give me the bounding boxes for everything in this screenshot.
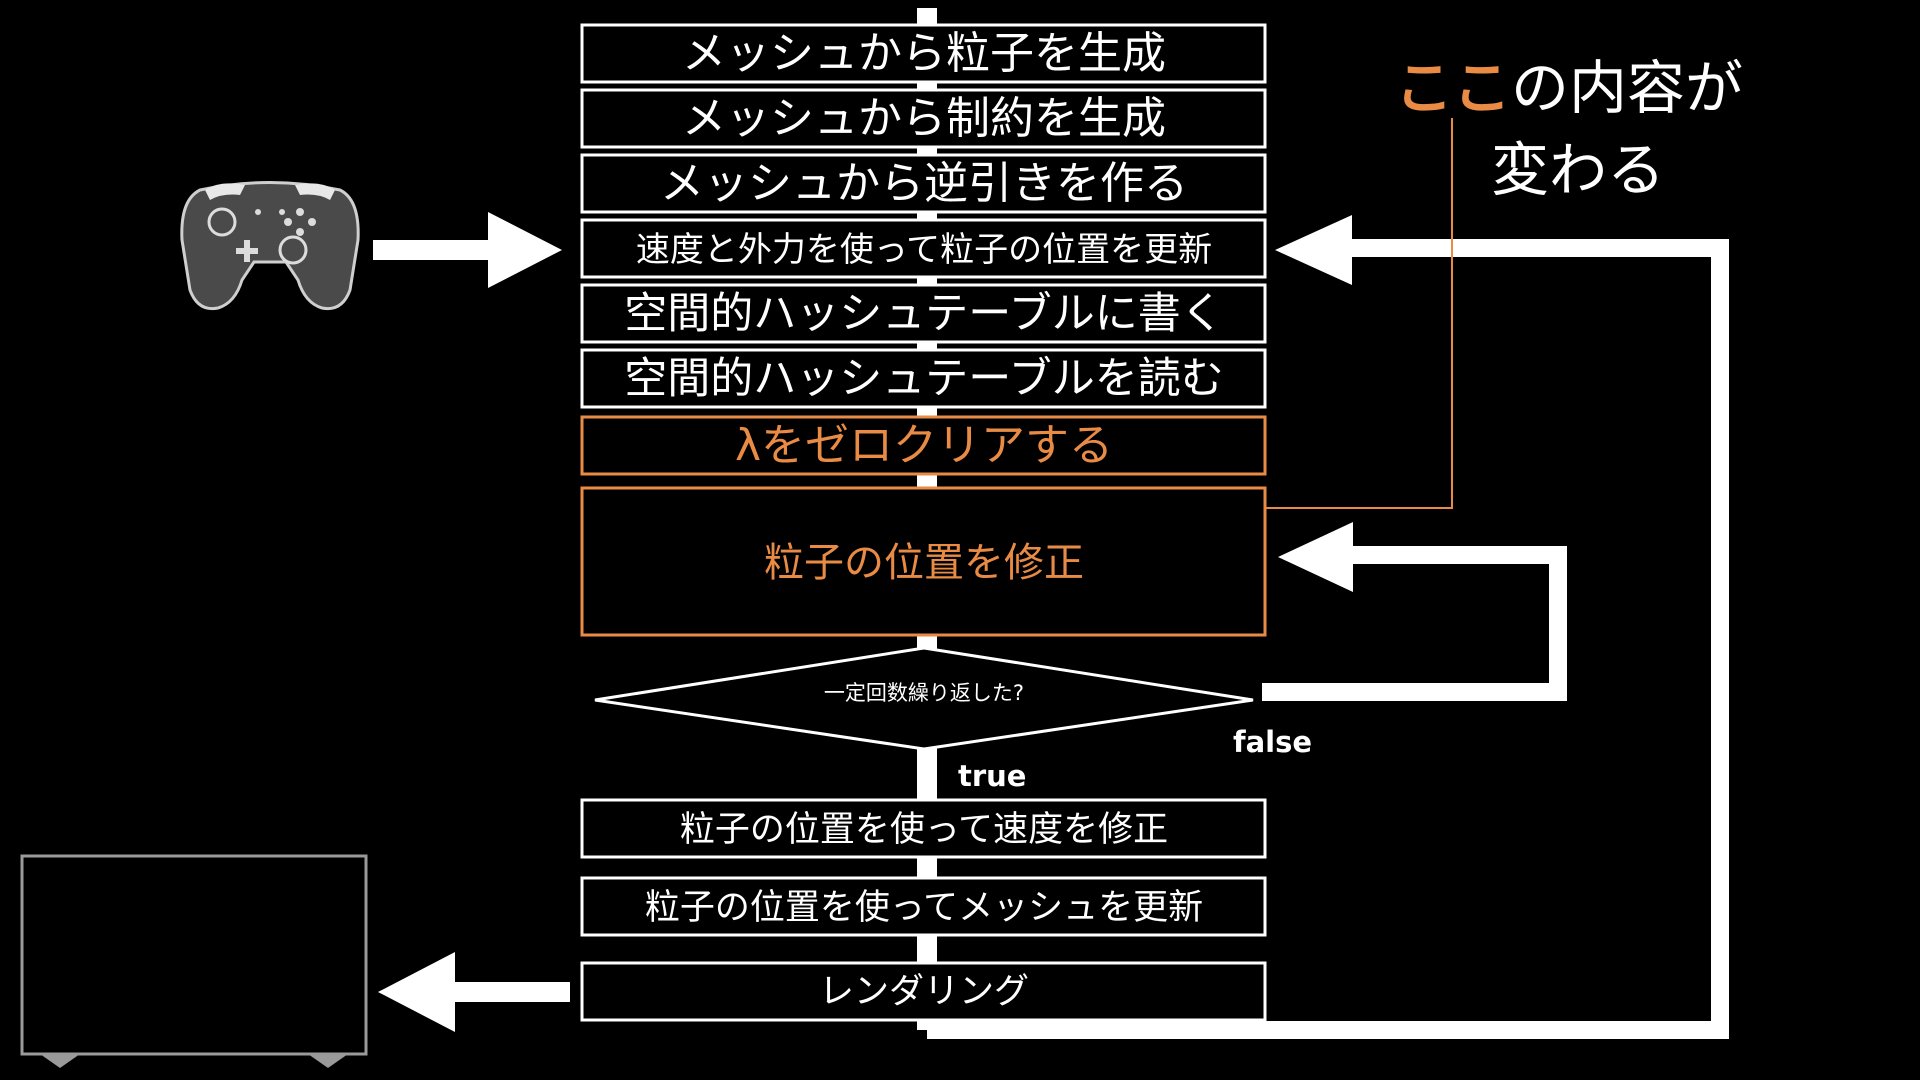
- input-arrow-shaft: [373, 240, 493, 260]
- step-label: 速度と外力を使って粒子の位置を更新: [636, 230, 1212, 270]
- main-loop-arrowhead: [1275, 215, 1352, 285]
- callout-line1: ここの内容が: [1395, 54, 1743, 122]
- step-label: メッシュから逆引きを作る: [660, 158, 1188, 209]
- decision-iterations: 一定回数繰り返した?: [594, 646, 1254, 751]
- step-clear-lambda: λをゼロクリアする: [580, 415, 1267, 476]
- step-label: 空間的ハッシュテーブルに書く: [624, 289, 1223, 339]
- tv-monitor-icon: [20, 854, 368, 1068]
- step-rendering: レンダリング: [580, 961, 1267, 1022]
- step-hash-read: 空間的ハッシュテーブルを読む: [580, 348, 1267, 409]
- step-label: レンダリング: [819, 972, 1029, 1012]
- step-label: λをゼロクリアする: [735, 420, 1113, 471]
- callout-highlight: ここ: [1395, 54, 1511, 122]
- step-update-mesh: 粒子の位置を使ってメッシュを更新: [580, 876, 1267, 937]
- step-mesh-to-constraints: メッシュから制約を生成: [580, 88, 1267, 149]
- step-reverse-lookup: メッシュから逆引きを作る: [580, 153, 1267, 214]
- gamepad-icon: [180, 181, 360, 311]
- decision-label: 一定回数繰り返した?: [824, 681, 1024, 705]
- step-hash-write: 空間的ハッシュテーブルに書く: [580, 283, 1267, 344]
- callout-rest: の内容が: [1511, 54, 1743, 122]
- step-mesh-to-particles: メッシュから粒子を生成: [580, 23, 1267, 84]
- output-arrow-head: [378, 952, 455, 1032]
- step-label: 粒子の位置を使って速度を修正: [680, 810, 1168, 850]
- false-label: false: [1233, 725, 1312, 759]
- true-label: true: [958, 759, 1026, 793]
- step-label: 粒子の位置を修正: [764, 540, 1084, 586]
- step-label: 空間的ハッシュテーブルを読む: [624, 354, 1223, 404]
- step-label: メッシュから粒子を生成: [682, 28, 1166, 79]
- input-arrow-head: [488, 212, 562, 288]
- inner-loop-arrowhead: [1278, 522, 1353, 592]
- inner-loop-connector: [1262, 546, 1567, 701]
- step-label: 粒子の位置を使ってメッシュを更新: [645, 888, 1203, 928]
- callout-leader-line: [1265, 118, 1453, 509]
- callout-line2: 変わる: [1491, 136, 1665, 204]
- step-label: メッシュから制約を生成: [682, 93, 1166, 144]
- main-loop-connector: [927, 239, 1729, 1039]
- step-correct-positions: 粒子の位置を修正: [580, 486, 1267, 637]
- step-update-positions: 速度と外力を使って粒子の位置を更新: [580, 218, 1267, 279]
- step-correct-velocity: 粒子の位置を使って速度を修正: [580, 798, 1267, 859]
- output-arrow-shaft: [430, 982, 570, 1002]
